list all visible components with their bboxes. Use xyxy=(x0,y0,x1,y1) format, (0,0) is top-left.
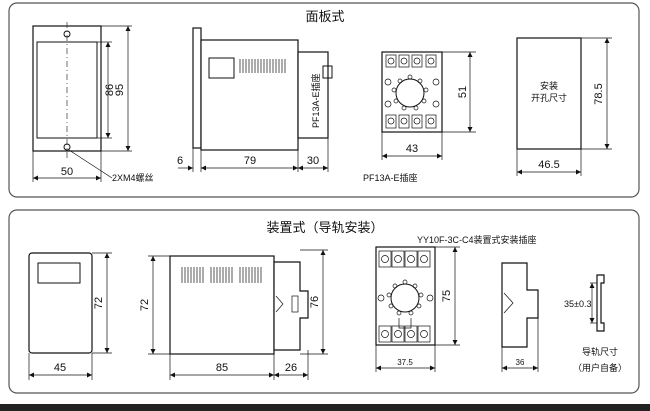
rail-clip xyxy=(275,295,284,313)
rail-side-vents xyxy=(181,267,262,283)
socket-side-clip xyxy=(503,292,514,314)
rail-label-2: （用户自备） xyxy=(573,362,627,373)
din-rail-view: 35±0.3 导轨尺寸 （用户自备） xyxy=(564,274,627,373)
yy-bottom-terminals xyxy=(378,325,431,343)
dim-45: 45 xyxy=(54,362,66,374)
dim-30: 30 xyxy=(307,155,319,167)
rail-front-outer xyxy=(28,252,93,354)
socket-pin-holes xyxy=(391,74,429,111)
side-flange xyxy=(192,27,202,149)
dim-78-5: 78.5 xyxy=(593,83,605,104)
top-panel: 面板式 86 95 50 2XM4螺丝 xyxy=(8,2,640,198)
side-view-panel: PF13A-E插座 6 79 30 xyxy=(177,27,333,172)
side-tab xyxy=(208,57,235,79)
dim-72-front: 72 xyxy=(93,297,105,309)
bottom-panel-title: 装置式（导轨安装） xyxy=(266,220,383,235)
yy-socket-outer xyxy=(375,246,436,346)
dim-85: 85 xyxy=(216,362,228,374)
yy-right-hole xyxy=(426,294,434,302)
rail-side-body xyxy=(169,255,275,355)
bottom-panel: 装置式（导轨安装） 72 45 xyxy=(8,209,640,394)
cutout-view: 安装 开孔尺寸 78.5 46.5 xyxy=(516,37,612,176)
dim-35: 35±0.3 xyxy=(564,299,591,309)
side-body xyxy=(200,39,299,151)
socket-side-terminals xyxy=(384,78,440,108)
bottom-bar xyxy=(0,404,650,411)
dim-86: 86 xyxy=(104,84,116,96)
rail-slot xyxy=(291,295,299,313)
screw-hole-bottom xyxy=(63,143,71,151)
rail-front-view: 72 45 xyxy=(28,252,112,380)
dim-76: 76 xyxy=(309,296,321,308)
rail-socket xyxy=(273,261,309,351)
dim-72-side: 72 xyxy=(139,299,151,311)
dim-50: 50 xyxy=(61,166,73,178)
yy-pin-holes xyxy=(386,279,424,316)
front-view-panel: 86 95 50 2XM4螺丝 xyxy=(32,22,154,183)
rail-front-window xyxy=(37,262,81,284)
yy-left-hole xyxy=(377,294,385,302)
screw-label: 2XM4螺丝 xyxy=(112,172,154,183)
dim-43: 43 xyxy=(406,143,418,155)
cutout-label-2: 开孔尺寸 xyxy=(531,92,567,103)
side-socket-clip xyxy=(322,65,333,79)
dim-75: 75 xyxy=(441,290,453,302)
dim-95: 95 xyxy=(114,84,126,96)
socket-side-view: 36 xyxy=(501,262,539,372)
rail-side-view: 72 76 85 26 xyxy=(139,249,328,380)
top-panel-title: 面板式 xyxy=(305,9,344,24)
dim-79: 79 xyxy=(244,155,256,167)
dim-26: 26 xyxy=(285,362,297,374)
dim-37-5: 37.5 xyxy=(397,358,413,367)
dim-36: 36 xyxy=(516,358,525,367)
socket-title: YY10F-3C-C4装置式安装插座 xyxy=(417,234,537,245)
screw-hole-top xyxy=(63,30,71,38)
yy10f-socket-view: YY10F-3C-C4装置式安装插座 xyxy=(375,234,537,372)
rail-label-1: 导轨尺寸 xyxy=(582,346,618,357)
cutout-label-1: 安装 xyxy=(540,80,558,91)
socket-pf13a-view: 51 43 PF13A-E插座 xyxy=(363,51,476,183)
din-rail-profile xyxy=(596,274,605,332)
socket-label: PF13A-E插座 xyxy=(363,172,418,183)
dim-46-5: 46.5 xyxy=(538,159,559,171)
socket-side-label: PF13A-E插座 xyxy=(310,73,321,128)
front-window xyxy=(36,41,98,139)
dim-6: 6 xyxy=(177,155,183,167)
socket-bottom-terminals xyxy=(385,114,437,129)
cutout-outline xyxy=(516,37,582,150)
dim-51: 51 xyxy=(457,86,469,98)
socket-top-terminals xyxy=(385,54,437,68)
side-vent-slots xyxy=(239,59,286,73)
yy-top-terminals xyxy=(378,250,431,268)
